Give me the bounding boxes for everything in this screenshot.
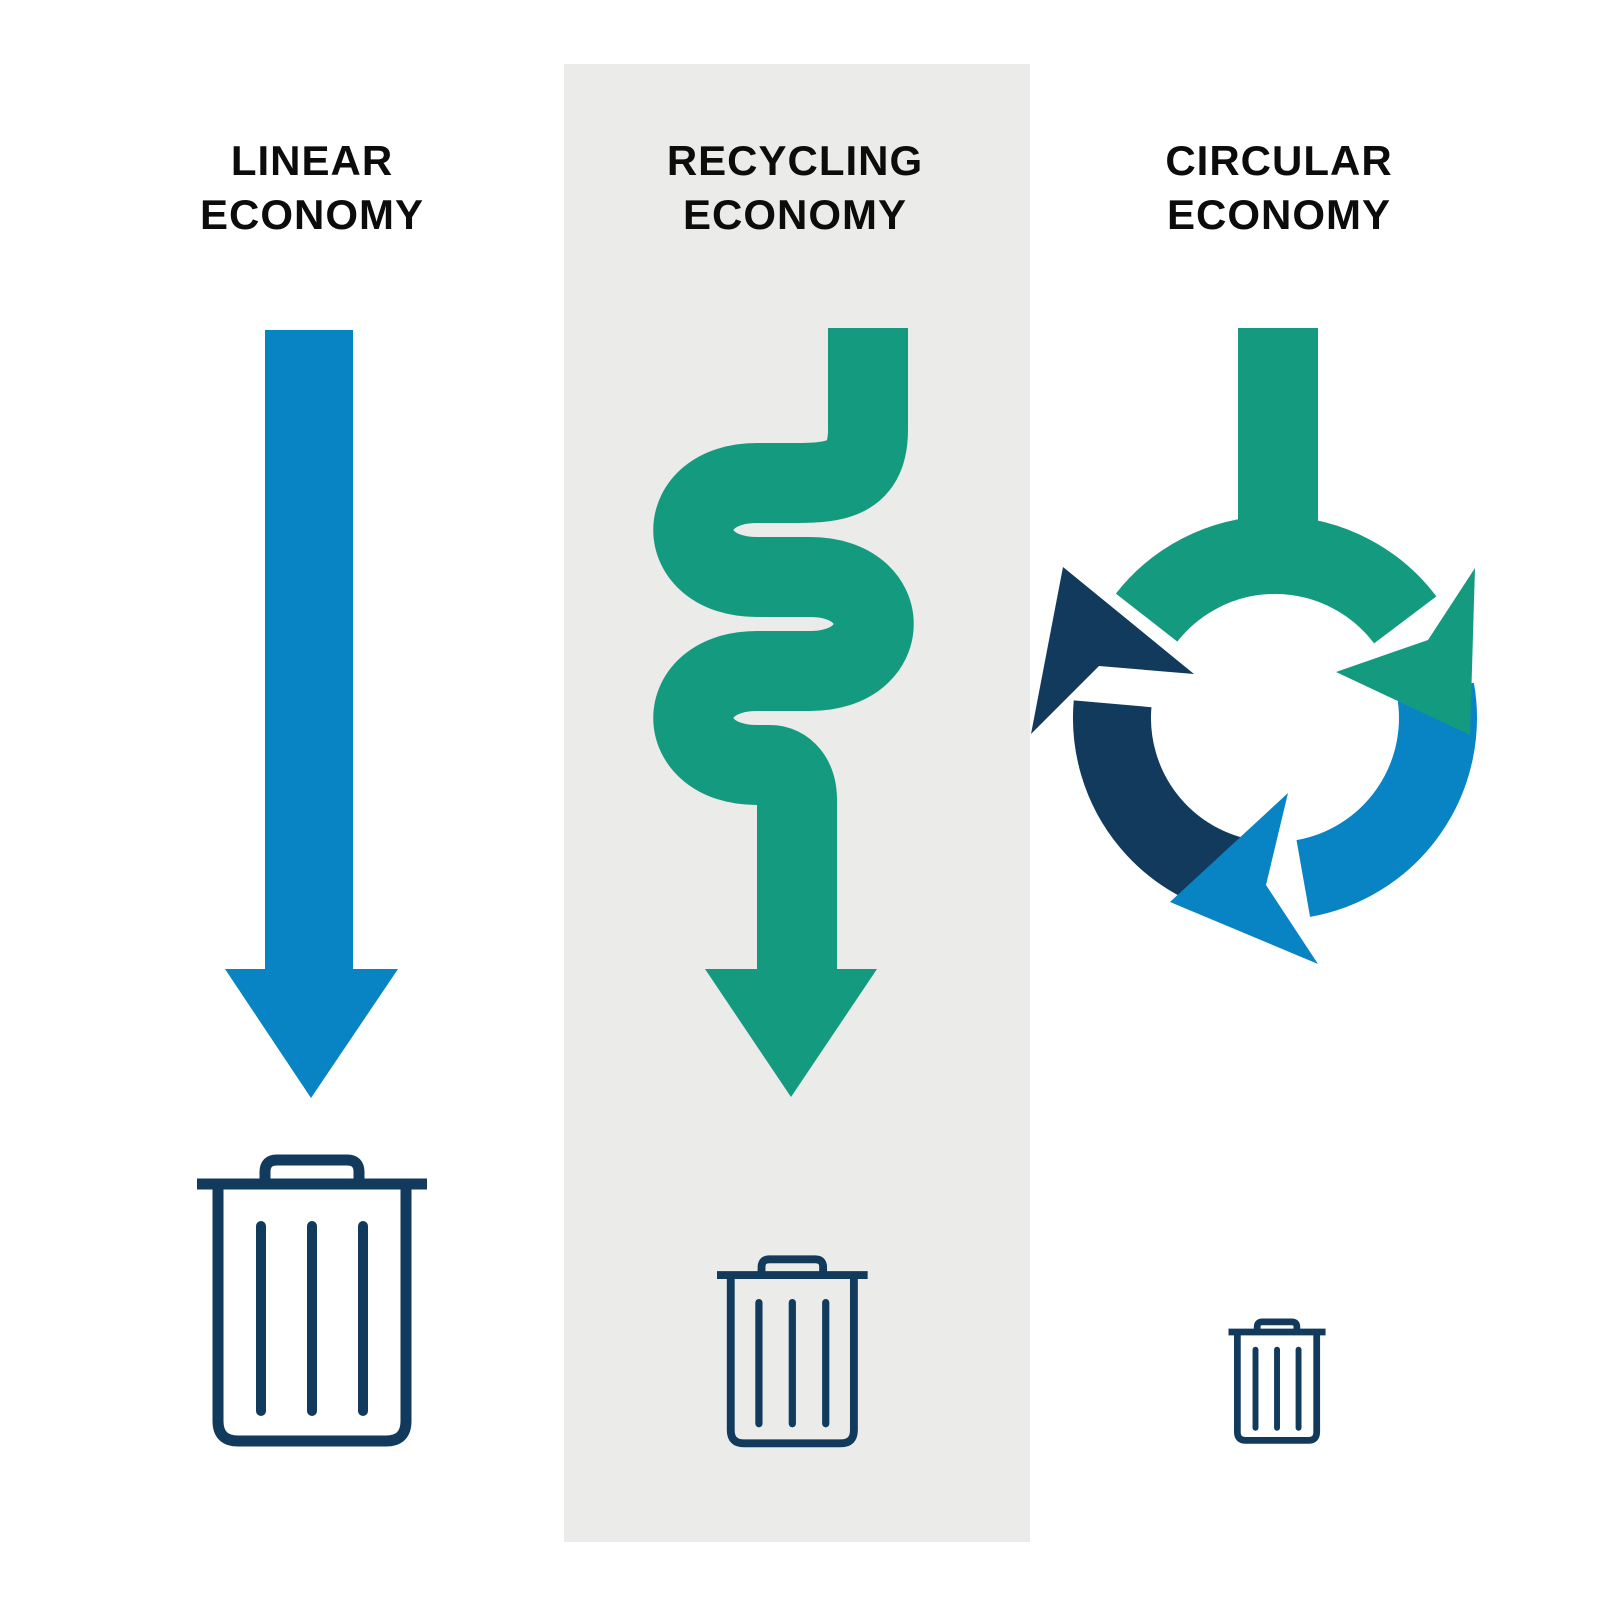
recycling-economy-title: RECYCLING ECONOMY: [575, 134, 1015, 242]
linear-title-line1: LINEAR: [230, 137, 394, 184]
linear-title-line2: ECONOMY: [199, 191, 424, 238]
circular-title-line1: CIRCULAR: [1165, 137, 1393, 184]
bin-body: [212, 1189, 412, 1447]
circular-title-line2: ECONOMY: [1166, 191, 1391, 238]
waste-bin-icon-large: [197, 1154, 427, 1447]
bin-handle: [259, 1154, 365, 1184]
loop-arc-green: [1115, 516, 1437, 645]
winding-arrow-head: [705, 969, 877, 1097]
waste-bin-icon-small: [1228, 1318, 1326, 1444]
loop-arrowhead-navy: [1031, 567, 1194, 734]
circular-loop-arrows-icon: [1031, 328, 1477, 964]
circular-economy-title: CIRCULAR ECONOMY: [1059, 134, 1499, 242]
recycling-title-line1: RECYCLING: [666, 137, 924, 184]
loop-arrowhead-green: [1336, 568, 1475, 735]
linear-economy-title: LINEAR ECONOMY: [92, 134, 532, 242]
bin-handle: [757, 1255, 828, 1276]
recycling-title-line2: ECONOMY: [682, 191, 907, 238]
straight-arrow-head: [225, 969, 398, 1098]
loop-arrowhead-blue: [1170, 793, 1318, 964]
loop-arc-blue: [1295, 682, 1477, 917]
bin-body: [726, 1278, 858, 1448]
winding-down-arrow-icon: [653, 328, 914, 1097]
waste-bin-icon-medium: [717, 1255, 868, 1448]
winding-arrow-path: [653, 328, 914, 969]
bin-body: [1233, 1334, 1321, 1444]
straight-down-arrow-icon: [225, 330, 398, 1098]
bin-handle: [1253, 1318, 1301, 1332]
straight-arrow-shaft: [265, 330, 353, 971]
